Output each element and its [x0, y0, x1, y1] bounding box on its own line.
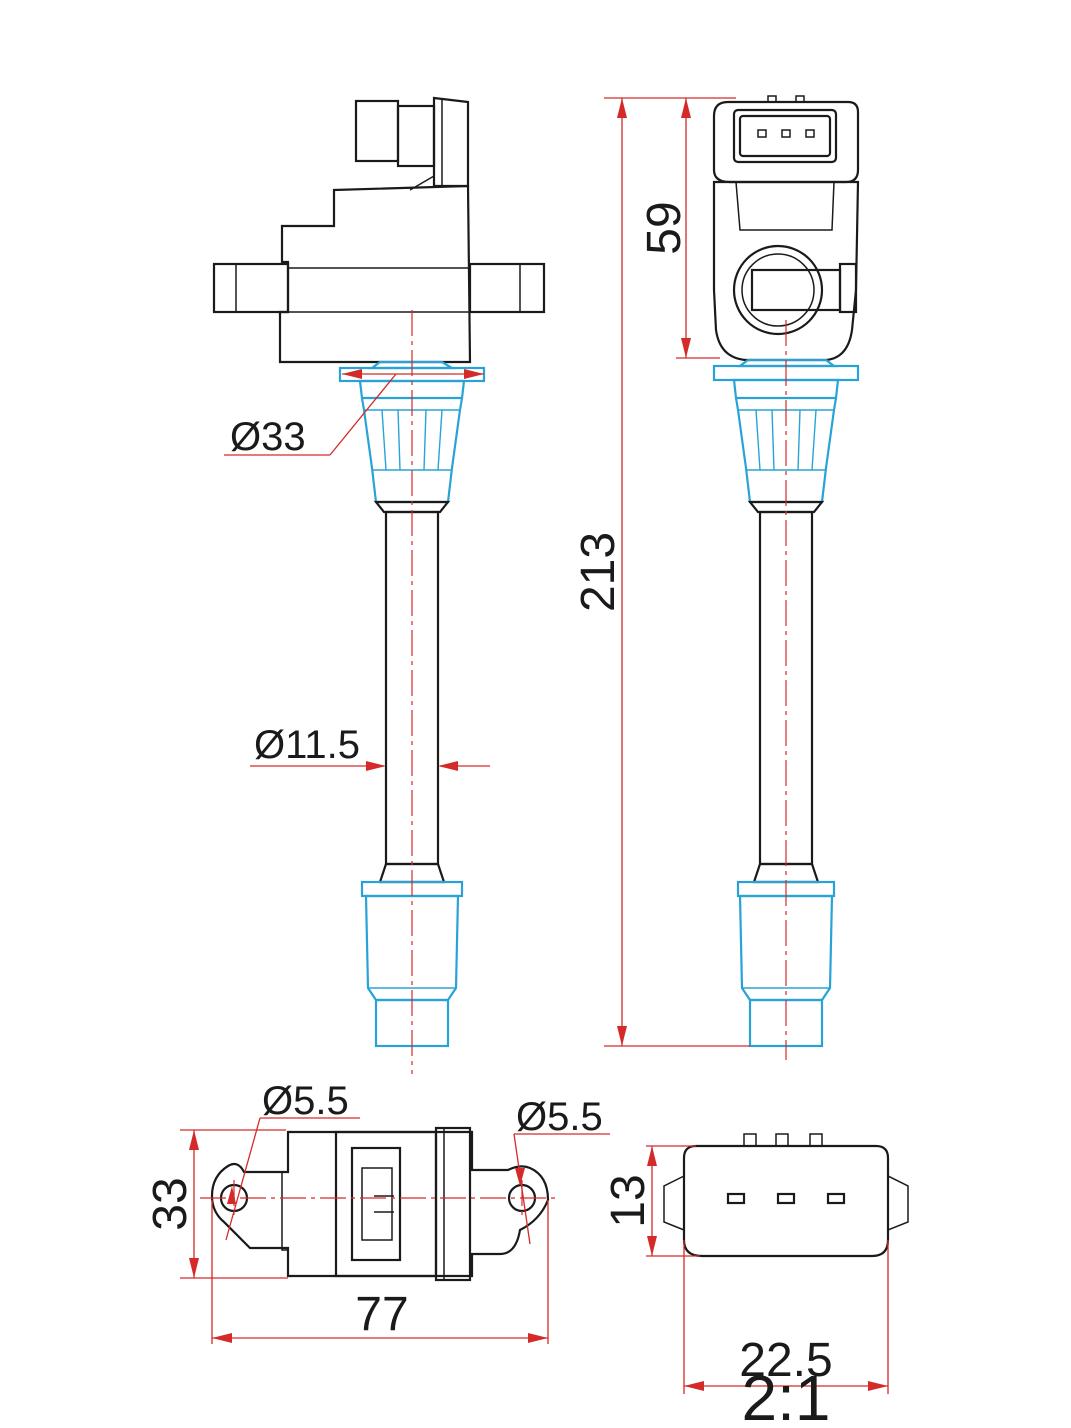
dim-coil-height: 59 — [638, 201, 691, 254]
dim-connector-height: 13 — [602, 1174, 655, 1227]
center-lines — [200, 310, 787, 1216]
dim-connector-width: 22.5 — [739, 1334, 832, 1387]
dim-shaft-diameter: Ø11.5 — [254, 723, 360, 767]
dim-flange-height: 33 — [144, 1177, 197, 1230]
connector-view — [663, 1133, 909, 1258]
top-view — [210, 1126, 550, 1282]
extension-lines — [180, 97, 889, 1394]
dim-flange-length: 77 — [355, 1288, 408, 1341]
dim-boot-diameter: Ø33 — [230, 415, 306, 459]
dim-hole-left: Ø5.5 — [262, 1079, 349, 1123]
dim-hole-right: Ø5.5 — [516, 1095, 603, 1139]
side-view — [212, 96, 546, 1048]
dimension-lines — [189, 98, 888, 1391]
scale-label: 2:1 — [742, 1362, 831, 1428]
dim-total-length: 213 — [572, 532, 625, 612]
